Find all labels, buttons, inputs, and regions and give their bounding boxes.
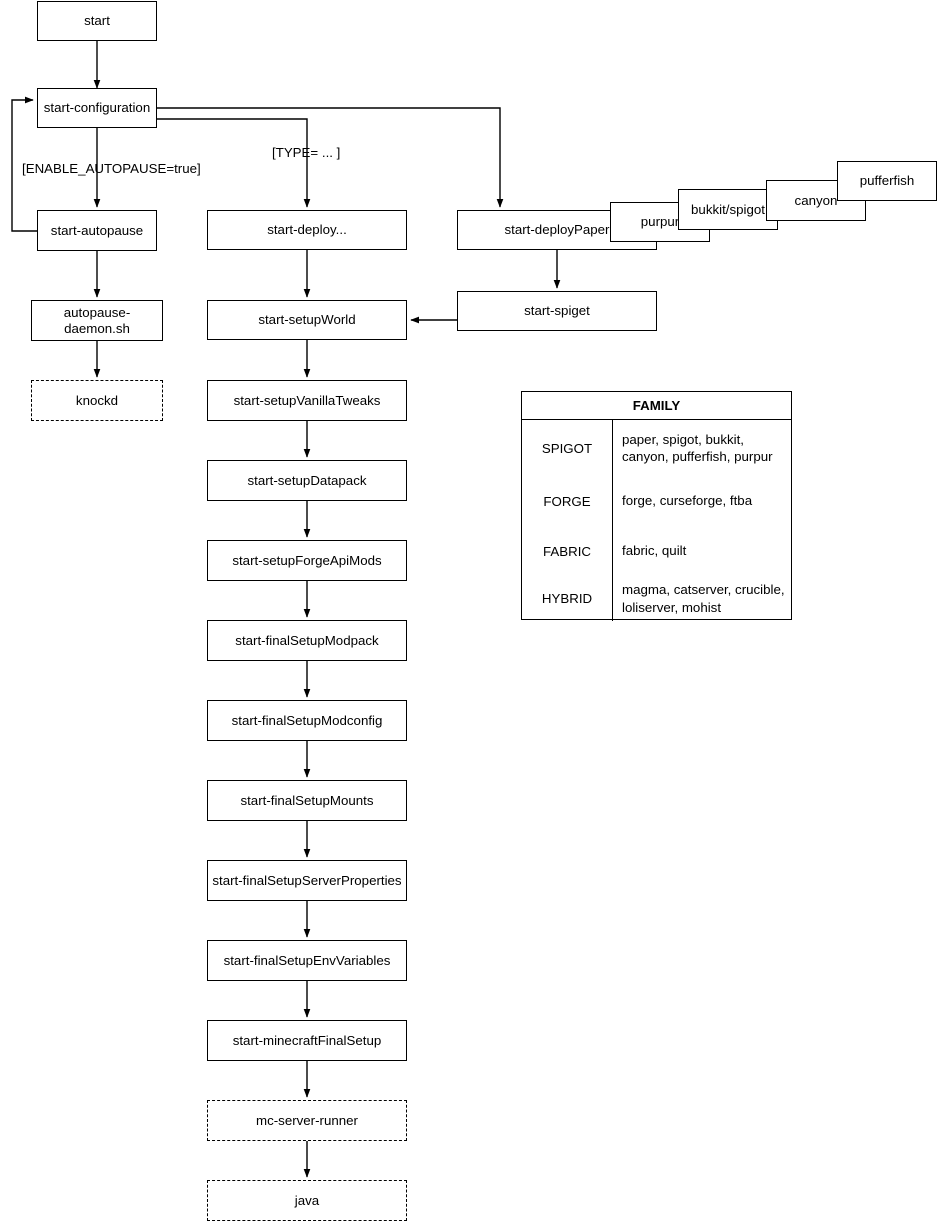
node-start-autopause[interactable]: start-autopause — [37, 210, 157, 251]
node-start-final-setup-modpack[interactable]: start-finalSetupModpack — [207, 620, 407, 661]
node-java[interactable]: java — [207, 1180, 407, 1221]
node-bukkit-spigot[interactable]: bukkit/spigot — [678, 189, 778, 230]
node-start-setup-vanilla-tweaks[interactable]: start-setupVanillaTweaks — [207, 380, 407, 421]
family-value-hybrid: magma, catserver, crucible, loliserver, … — [622, 582, 785, 615]
table-row: FORGE forge, curseforge, ftba — [522, 476, 791, 526]
node-start-deploy[interactable]: start-deploy... — [207, 210, 407, 250]
node-autopause-daemon-sh[interactable]: autopause-daemon.sh — [31, 300, 163, 341]
node-mc-server-runner[interactable]: mc-server-runner — [207, 1100, 407, 1141]
family-table: FAMILY SPIGOT paper, spigot, bukkit, can… — [521, 391, 792, 621]
node-start-final-setup-env-variables[interactable]: start-finalSetupEnvVariables — [207, 940, 407, 981]
family-key-spigot: SPIGOT — [522, 420, 613, 476]
table-row: HYBRID magma, catserver, crucible, lolis… — [522, 576, 791, 621]
table-row: SPIGOT paper, spigot, bukkit, canyon, pu… — [522, 420, 791, 476]
edge-label-type: [TYPE= ... ] — [272, 145, 341, 160]
node-knockd[interactable]: knockd — [31, 380, 163, 421]
table-row: FABRIC fabric, quilt — [522, 526, 791, 576]
family-key-forge: FORGE — [522, 476, 613, 526]
family-value-fabric: fabric, quilt — [622, 543, 687, 559]
node-start-spiget[interactable]: start-spiget — [457, 291, 657, 331]
node-pufferfish[interactable]: pufferfish — [837, 161, 937, 201]
family-table-body: SPIGOT paper, spigot, bukkit, canyon, pu… — [522, 420, 791, 621]
node-start-configuration[interactable]: start-configuration — [37, 88, 157, 128]
node-start-minecraft-final-setup[interactable]: start-minecraftFinalSetup — [207, 1020, 407, 1061]
node-start-final-setup-modconfig[interactable]: start-finalSetupModconfig — [207, 700, 407, 741]
family-table-header: FAMILY — [522, 392, 791, 420]
node-start-final-setup-mounts[interactable]: start-finalSetupMounts — [207, 780, 407, 821]
node-start-setup-world[interactable]: start-setupWorld — [207, 300, 407, 340]
family-value-forge: forge, curseforge, ftba — [622, 493, 753, 509]
family-value-spigot: paper, spigot, bukkit, canyon, pufferfis… — [622, 431, 773, 464]
node-start-final-setup-server-properties[interactable]: start-finalSetupServerProperties — [207, 860, 407, 901]
node-start-setup-datapack[interactable]: start-setupDatapack — [207, 460, 407, 501]
node-start[interactable]: start — [37, 1, 157, 41]
family-key-fabric: FABRIC — [522, 526, 613, 576]
family-key-hybrid: HYBRID — [522, 576, 613, 621]
node-start-setup-forge-api-mods[interactable]: start-setupForgeApiMods — [207, 540, 407, 581]
edge-label-enable-autopause: [ENABLE_AUTOPAUSE=true] — [22, 161, 201, 176]
